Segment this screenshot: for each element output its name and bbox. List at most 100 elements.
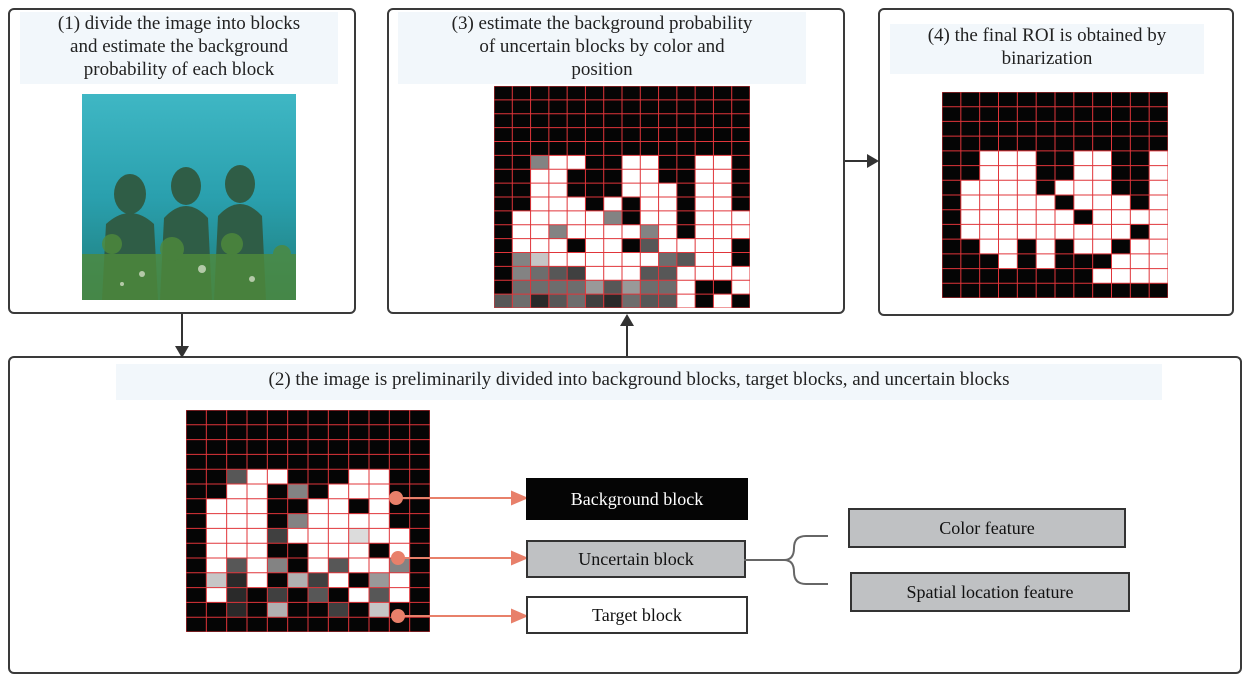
binary-roi-grid <box>942 92 1168 298</box>
grid-cell <box>530 141 549 156</box>
grid-cell <box>247 543 268 558</box>
grid-cell <box>548 266 568 281</box>
grid-cell <box>226 410 247 425</box>
grid-cell <box>369 602 390 618</box>
grid-cell <box>567 224 586 239</box>
grid-cell <box>998 106 1018 122</box>
grid-cell <box>548 224 568 239</box>
grid-cell <box>247 484 268 499</box>
grid-cell <box>530 280 549 295</box>
grid-cell <box>186 558 207 573</box>
grid-cell <box>512 183 531 197</box>
grid-cell <box>530 183 549 197</box>
grid-cell <box>369 498 390 514</box>
grid-cell <box>695 238 714 253</box>
grid-cell <box>1130 180 1150 195</box>
grid-cell <box>960 165 980 181</box>
grid-cell <box>640 183 659 197</box>
grid-cell <box>603 280 622 295</box>
grid-cell <box>512 238 531 253</box>
grid-cell <box>1130 150 1150 166</box>
grid-cell <box>603 224 622 239</box>
grid-cell <box>1055 136 1074 151</box>
grid-cell <box>1149 92 1168 107</box>
grid-cell <box>731 266 750 281</box>
grid-cell <box>713 266 732 281</box>
grid-cell <box>1092 239 1112 254</box>
grid-cell <box>409 528 430 544</box>
grid-cell <box>206 498 227 514</box>
grid-cell <box>226 543 247 558</box>
feature-brace <box>744 535 828 585</box>
grid-cell <box>731 224 750 239</box>
grid-cell <box>622 183 641 197</box>
grid-cell <box>348 454 369 470</box>
grid-cell <box>998 209 1018 225</box>
grid-cell <box>998 180 1018 195</box>
grid-cell <box>328 454 349 470</box>
grid-cell <box>512 280 531 295</box>
grid-cell <box>530 210 549 225</box>
grid-cell <box>1055 209 1074 225</box>
grid-cell <box>640 210 659 225</box>
grid-cell <box>585 141 604 156</box>
grid-cell <box>267 410 288 425</box>
grid-cell <box>1111 92 1131 107</box>
grid-cell <box>960 224 980 240</box>
arrow-head-down <box>175 346 189 358</box>
grid-cell <box>348 469 369 484</box>
grid-cell <box>622 224 641 239</box>
grid-cell <box>731 86 750 100</box>
grid-cell <box>328 410 349 425</box>
grid-cell <box>348 528 369 544</box>
grid-cell <box>603 210 622 225</box>
grid-cell <box>603 113 622 128</box>
grid-cell <box>1149 224 1168 240</box>
grid-cell <box>206 572 227 588</box>
grid-cell <box>494 238 513 253</box>
grid-cell <box>676 252 696 267</box>
uncertainty-grid-step3 <box>494 86 750 308</box>
grid-cell <box>998 121 1018 137</box>
grid-cell <box>1092 224 1112 240</box>
grid-cell <box>530 294 549 308</box>
grid-cell <box>267 439 288 455</box>
grid-cell <box>1055 195 1074 210</box>
grid-cell <box>567 197 586 211</box>
grid-cell <box>1017 283 1037 298</box>
grid-cell <box>1017 239 1037 254</box>
grid-cell <box>548 210 568 225</box>
grid-cell <box>548 238 568 253</box>
grid-cell <box>640 155 659 170</box>
grid-cell <box>389 513 410 529</box>
underwater-photo <box>82 94 296 300</box>
grid-cell <box>247 454 268 470</box>
grid-cell <box>1055 239 1074 254</box>
grid-cell <box>348 498 369 514</box>
grid-cell <box>942 209 961 225</box>
grid-cell <box>1130 136 1150 151</box>
grid-cell <box>585 238 604 253</box>
grid-cell <box>247 424 268 440</box>
grid-cell <box>1111 239 1131 254</box>
grid-cell <box>287 543 308 558</box>
grid-cell <box>979 165 999 181</box>
grid-cell <box>713 238 732 253</box>
grid-cell <box>512 86 531 100</box>
grid-cell <box>494 280 513 295</box>
grid-cell <box>512 99 531 114</box>
grid-cell <box>1092 150 1112 166</box>
grid-cell <box>287 602 308 618</box>
grid-cell <box>530 155 549 170</box>
grid-cell <box>328 617 349 632</box>
grid-cell <box>1055 268 1074 284</box>
grid-cell <box>226 558 247 573</box>
grid-cell <box>226 484 247 499</box>
grid-cell <box>548 183 568 197</box>
grid-cell <box>186 410 207 425</box>
grid-cell <box>1092 106 1112 122</box>
grid-cell <box>1017 150 1037 166</box>
grid-cell <box>530 113 549 128</box>
grid-cell <box>567 86 586 100</box>
grid-cell <box>676 141 696 156</box>
